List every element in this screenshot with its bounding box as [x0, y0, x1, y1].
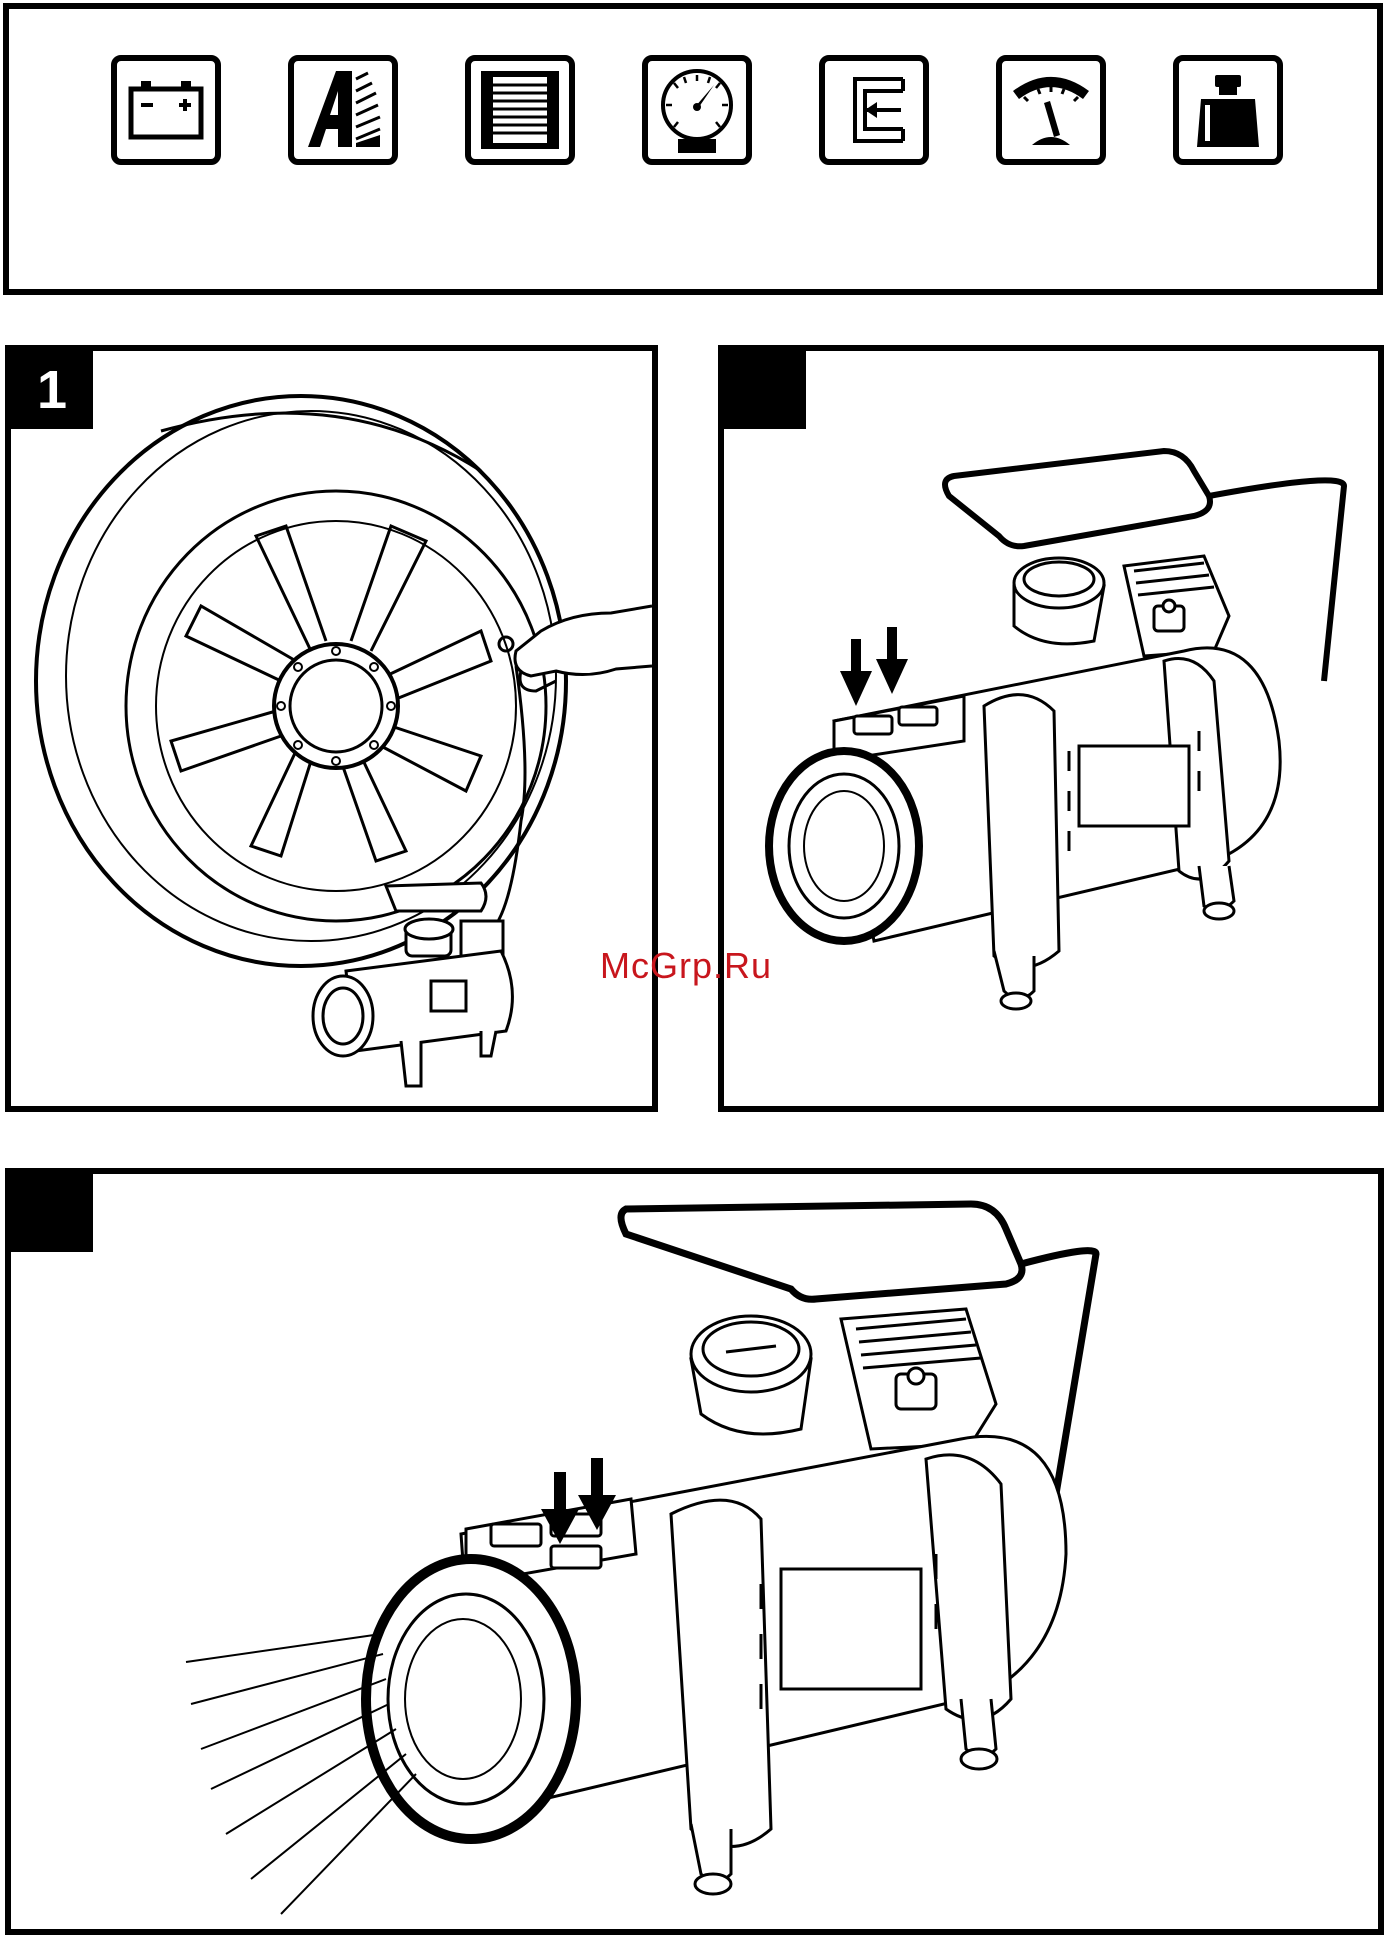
cylinder-head	[1124, 556, 1229, 656]
hose	[491, 666, 525, 931]
compressor-small	[313, 883, 512, 1086]
letter-a-icon	[288, 55, 398, 165]
compressor-light-illustration	[11, 1174, 1378, 1929]
cylinder-head	[841, 1309, 996, 1449]
weight-icon	[1173, 55, 1283, 165]
watermark: McGrp.Ru	[600, 945, 772, 987]
pressure-gauge	[1014, 558, 1104, 644]
radiator-grille-icon	[465, 55, 575, 165]
plug-in-icon	[819, 55, 929, 165]
pressure-gauge	[691, 1316, 811, 1434]
light-lens	[769, 751, 919, 941]
wheel-illustration	[11, 351, 652, 1106]
carry-handle	[945, 451, 1210, 546]
press-arrows	[840, 627, 908, 706]
step-3-panel	[5, 1168, 1384, 1935]
icon-strip	[3, 3, 1383, 295]
step-2-panel	[718, 345, 1384, 1112]
hand	[515, 606, 652, 676]
step-1-panel: 1	[5, 345, 658, 1112]
compressor-illustration	[724, 351, 1378, 1106]
pressure-gauge-icon	[642, 55, 752, 165]
battery-icon	[111, 55, 221, 165]
dial-meter-icon	[996, 55, 1106, 165]
carry-handle	[621, 1204, 1022, 1299]
wheel-hub	[274, 644, 398, 768]
